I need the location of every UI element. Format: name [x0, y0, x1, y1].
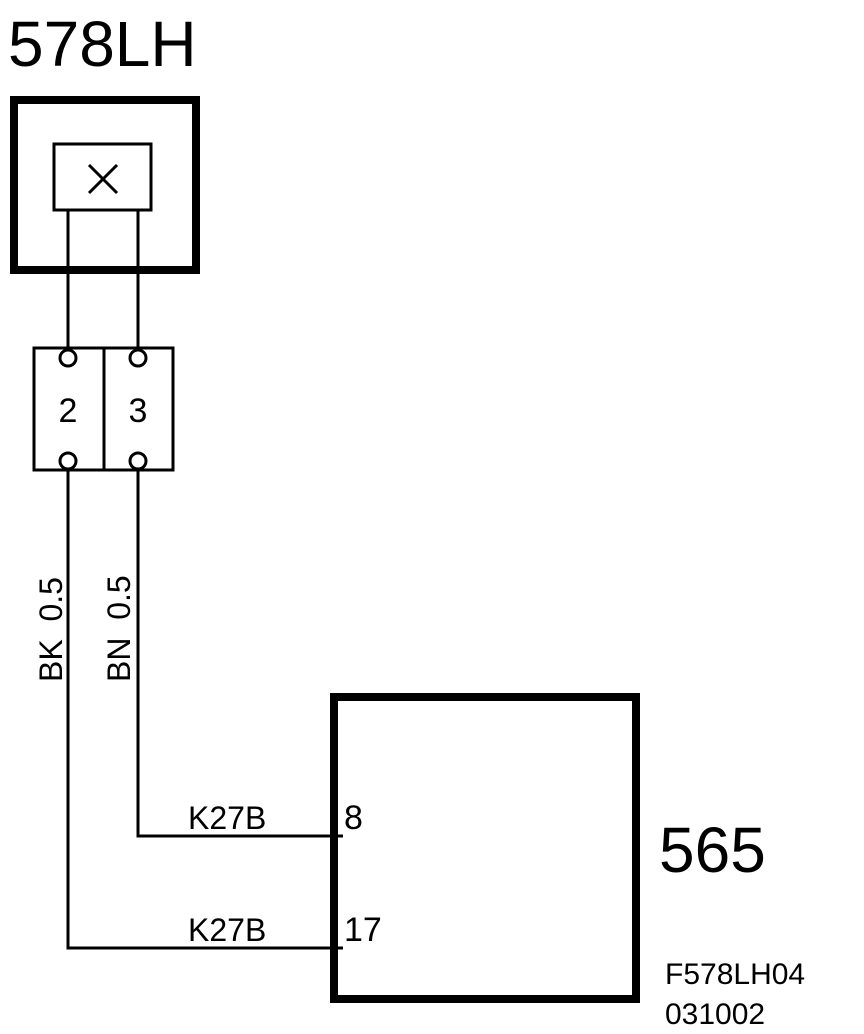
component-565-pin-8-label: 8 — [344, 799, 363, 837]
pin-3-top-terminal — [128, 348, 148, 368]
connector-pin-3-label: 3 — [129, 392, 148, 430]
wire-bk-circuit-label: K27B — [188, 912, 266, 948]
component-578lh-label: 578LH — [8, 8, 197, 80]
pin-2-bottom-terminal — [58, 451, 78, 471]
connector-block — [32, 346, 175, 472]
drawing-code: F578LH04 — [665, 958, 805, 991]
component-565-box — [330, 693, 640, 1003]
wire-bn — [136, 469, 343, 838]
component-578lh-box — [10, 96, 200, 274]
pin-3-bottom-terminal — [128, 451, 148, 471]
wire-bk-spec-label: BK 0.5 — [33, 577, 69, 682]
connector-pin-2-label: 2 — [59, 392, 78, 430]
drawing-date: 031002 — [665, 998, 765, 1031]
component-565-pin-17-label: 17 — [344, 911, 382, 949]
wire-bk — [66, 469, 343, 950]
component-565-label: 565 — [659, 814, 766, 886]
wire-bn-circuit-label: K27B — [188, 800, 266, 836]
pin-2-top-terminal — [58, 348, 78, 368]
component-578lh-element — [52, 142, 153, 212]
wire-bn-spec-label: BN 0.5 — [101, 575, 137, 682]
x-icon — [87, 163, 119, 195]
